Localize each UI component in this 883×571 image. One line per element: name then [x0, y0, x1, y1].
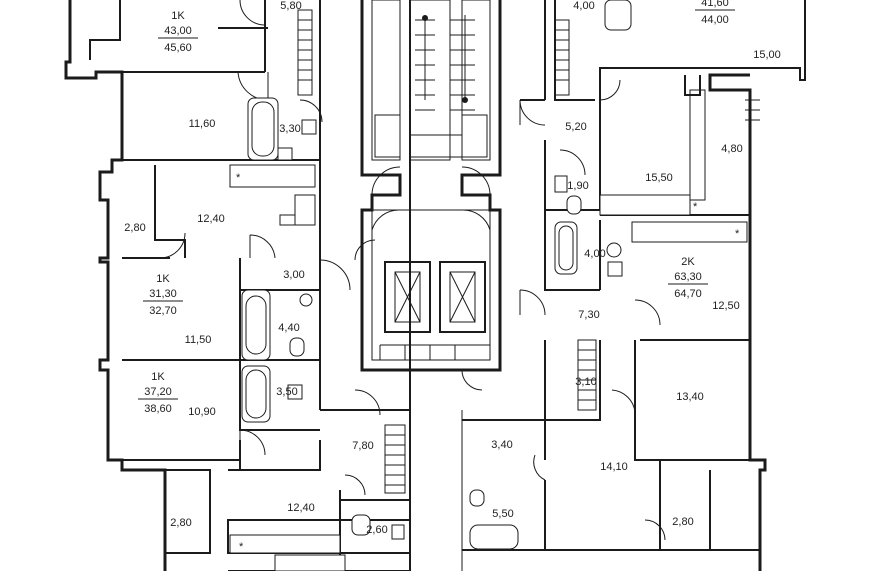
room-area: 5,50	[492, 508, 513, 520]
room-area: 2,80	[672, 516, 693, 528]
apartment-type: 1K	[156, 273, 170, 285]
room-area: 12,50	[712, 300, 740, 312]
room-area: 2,60	[366, 524, 387, 536]
room-area: 4,80	[721, 143, 742, 155]
room-area: 7,30	[578, 309, 599, 321]
room-area: 10,90	[188, 406, 216, 418]
apartment-label-a3: 1K 37,20 38,60	[138, 371, 178, 415]
apartment-living-area: 31,30	[149, 288, 177, 300]
stove-marker-2: *	[693, 201, 698, 213]
room-area: 5,80	[280, 0, 301, 12]
apartment-living-area: 37,20	[144, 386, 172, 398]
apartment-label-a1: 1K 43,00 45,60	[158, 10, 198, 54]
apartment-total-area: 38,60	[144, 403, 172, 415]
room-labels: 5,80 11,60 3,30 12,40 2,80 3,00 4,40 11,…	[124, 0, 780, 536]
room-area: 3,30	[279, 123, 300, 135]
room-area: 3,40	[491, 439, 512, 451]
stove-marker-4: *	[239, 541, 244, 553]
apartment-living-area: 63,30	[674, 271, 702, 283]
room-area: 4,40	[278, 322, 299, 334]
room-area: 2,80	[170, 517, 191, 529]
stove-marker-1: *	[236, 172, 241, 184]
fixtures	[229, 0, 748, 571]
room-area: 15,00	[753, 49, 781, 61]
room-area: 3,00	[283, 269, 304, 281]
right-wing-walls	[462, 0, 806, 571]
room-area: 5,20	[565, 121, 586, 133]
door-swings	[159, 0, 666, 541]
room-area: 12,40	[287, 502, 315, 514]
core	[360, 0, 502, 571]
windows	[279, 9, 760, 494]
apartment-living-area: 41,60	[701, 0, 729, 9]
room-area: 4,00	[584, 248, 605, 260]
room-area: 2,80	[124, 222, 145, 234]
room-area: 11,50	[185, 334, 212, 346]
apartment-total-area: 64,70	[674, 288, 702, 300]
room-area: 14,10	[600, 461, 628, 473]
room-area: 11,60	[189, 118, 216, 130]
apartment-label-a4: 41,60 44,00	[695, 0, 735, 26]
apartment-label-a2: 1K 31,30 32,70	[143, 273, 183, 317]
apartment-type: 1K	[151, 371, 165, 383]
apartment-type: 1K	[171, 10, 185, 22]
room-area: 15,50	[645, 172, 673, 184]
left-wing-walls	[64, 0, 411, 571]
room-area: 4,00	[573, 0, 594, 12]
room-area: 3,50	[276, 386, 297, 398]
room-area: 1,90	[567, 180, 588, 192]
apartment-living-area: 43,00	[164, 25, 192, 37]
room-area: 13,40	[676, 391, 704, 403]
room-area: 3,10	[575, 376, 596, 388]
room-area: 12,40	[197, 213, 225, 225]
stove-marker-3: *	[735, 228, 740, 240]
apartment-type: 2K	[681, 256, 695, 268]
apartment-total-area: 44,00	[701, 14, 729, 26]
apartment-label-a5: 2K 63,30 64,70	[668, 256, 708, 300]
apartment-total-area: 45,60	[164, 42, 192, 54]
room-area: 7,80	[352, 440, 373, 452]
apartment-total-area: 32,70	[149, 305, 177, 317]
